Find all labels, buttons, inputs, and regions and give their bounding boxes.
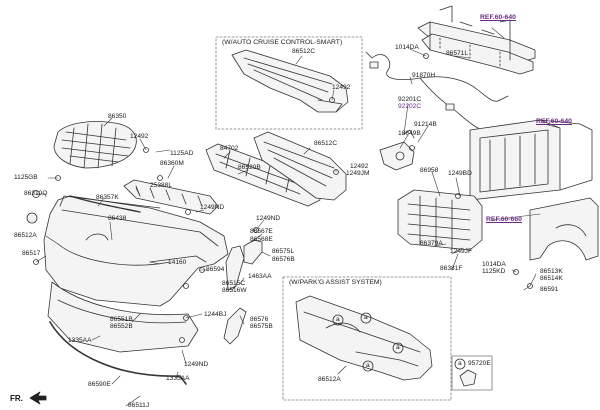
- part-label[interactable]: 1249BD: [448, 170, 472, 177]
- part-label[interactable]: 95720E: [468, 360, 491, 367]
- part-label[interactable]: 1125AD: [170, 150, 194, 157]
- part-label[interactable]: 86512C: [314, 140, 338, 147]
- energy-absorber: [205, 143, 321, 207]
- part-label[interactable]: 86357K: [96, 194, 119, 201]
- lower-energy-absorber: [397, 189, 483, 251]
- upper-grille: [53, 121, 137, 169]
- part-label[interactable]: 86350: [108, 113, 127, 120]
- part-label[interactable]: 1335AA: [166, 375, 190, 382]
- part-label[interactable]: 86379A: [420, 240, 443, 247]
- part-label[interactable]: 12492: [350, 163, 369, 170]
- callout-letter: a: [364, 314, 368, 321]
- parking-sensor: [459, 369, 477, 387]
- lower-lip: [47, 281, 199, 353]
- part-label[interactable]: 86552B: [110, 323, 133, 330]
- part-label[interactable]: 86958: [420, 167, 439, 174]
- part-label[interactable]: 12492: [332, 84, 351, 91]
- park-option-title: (W/PARK'G ASSIST SYSTEM): [289, 279, 382, 286]
- part-label[interactable]: 18649B: [398, 130, 421, 137]
- ref-link-60-640-top[interactable]: REF.60-640: [480, 14, 516, 21]
- part-label[interactable]: 86594: [206, 266, 225, 273]
- cruise-option-box: [215, 36, 363, 130]
- part-label[interactable]: 14160: [168, 259, 187, 266]
- part-label[interactable]: 1249JM: [346, 170, 370, 177]
- part-label[interactable]: 86590E: [88, 381, 111, 388]
- sensor-inset-box: [451, 355, 493, 391]
- callout-letter: a: [396, 344, 400, 351]
- part-label[interactable]: 86591: [540, 286, 559, 293]
- fog-lamp-garnish: [223, 307, 247, 345]
- part-label[interactable]: 86571L: [446, 50, 469, 57]
- part-label[interactable]: 25388L: [150, 182, 173, 189]
- part-label[interactable]: 86515C: [222, 280, 246, 287]
- side-bracket: [225, 239, 263, 291]
- part-label[interactable]: 86512C: [292, 48, 316, 55]
- front-marker-label: FR.: [10, 394, 23, 403]
- lower-grille: [253, 131, 347, 201]
- callout-circles: [332, 312, 466, 372]
- part-label[interactable]: 86513K: [540, 268, 563, 275]
- part-label[interactable]: 1249JF: [450, 248, 472, 255]
- part-label[interactable]: 12492: [130, 133, 149, 140]
- part-label[interactable]: 86360M: [160, 160, 184, 167]
- part-label[interactable]: 86575B: [250, 323, 273, 330]
- part-label[interactable]: 86575L: [272, 248, 295, 255]
- grille-support-bracket: [123, 179, 219, 215]
- fender: [529, 197, 599, 261]
- part-label[interactable]: 86567E: [250, 228, 273, 235]
- part-label[interactable]: 1014DA: [482, 261, 506, 268]
- part-label[interactable]: 86512A: [14, 232, 37, 239]
- bumper-cover: [43, 195, 229, 307]
- part-label[interactable]: 86551B: [110, 316, 133, 323]
- callout-letter: a: [336, 316, 340, 323]
- part-label[interactable]: 84702: [220, 145, 239, 152]
- part-label[interactable]: 92201C: [398, 96, 422, 103]
- cruise-option-title: (W/AUTO CRUISE CONTROL-SMART): [222, 39, 343, 46]
- part-label[interactable]: 92202C: [398, 103, 422, 110]
- bumper-beam: [417, 5, 536, 75]
- part-label[interactable]: 1249ND: [184, 361, 209, 368]
- skid-plate: [49, 321, 187, 385]
- grille-molding: [69, 195, 141, 213]
- part-label[interactable]: 86512A: [318, 376, 341, 383]
- part-label[interactable]: 86514K: [540, 275, 563, 282]
- part-label[interactable]: 1463AA: [248, 273, 272, 280]
- part-label[interactable]: 1249ND: [200, 204, 225, 211]
- part-label[interactable]: 1125KD: [482, 268, 506, 275]
- front-end-module: [469, 119, 593, 201]
- part-label[interactable]: 91214B: [414, 121, 437, 128]
- front-direction-arrow: [29, 391, 47, 405]
- part-label[interactable]: 1249ND: [256, 215, 281, 222]
- part-label[interactable]: 86520B: [238, 164, 261, 171]
- part-label[interactable]: 1244BJ: [204, 311, 227, 318]
- callout-letter: a: [366, 362, 370, 369]
- ref-link-60-660[interactable]: REF.60-660: [486, 216, 522, 223]
- part-label[interactable]: 86516W: [222, 287, 247, 294]
- ref-link-60-640-mid[interactable]: REF.60-640: [536, 118, 572, 125]
- part-label[interactable]: 86576B: [272, 256, 295, 263]
- callout-letter: a: [458, 360, 462, 367]
- part-label[interactable]: 91870H: [412, 72, 436, 79]
- part-label[interactable]: 86381F: [440, 265, 463, 272]
- leader-lines: [35, 27, 561, 407]
- part-label[interactable]: 1335AA: [68, 337, 92, 344]
- part-label[interactable]: 86576: [250, 316, 269, 323]
- part-label[interactable]: 1125GB: [14, 174, 38, 181]
- part-label[interactable]: 86517: [22, 250, 41, 257]
- fasteners: [26, 53, 533, 343]
- part-label[interactable]: 86438: [108, 215, 127, 222]
- park-option-box: [282, 276, 452, 401]
- part-label[interactable]: 1014DA: [395, 44, 419, 51]
- part-label[interactable]: 86568E: [250, 236, 273, 243]
- bumper-cover-park: [295, 295, 433, 381]
- lower-grille-cruise: [231, 49, 349, 113]
- part-label[interactable]: 86310Q: [24, 190, 48, 197]
- part-label[interactable]: 86511J: [128, 402, 150, 409]
